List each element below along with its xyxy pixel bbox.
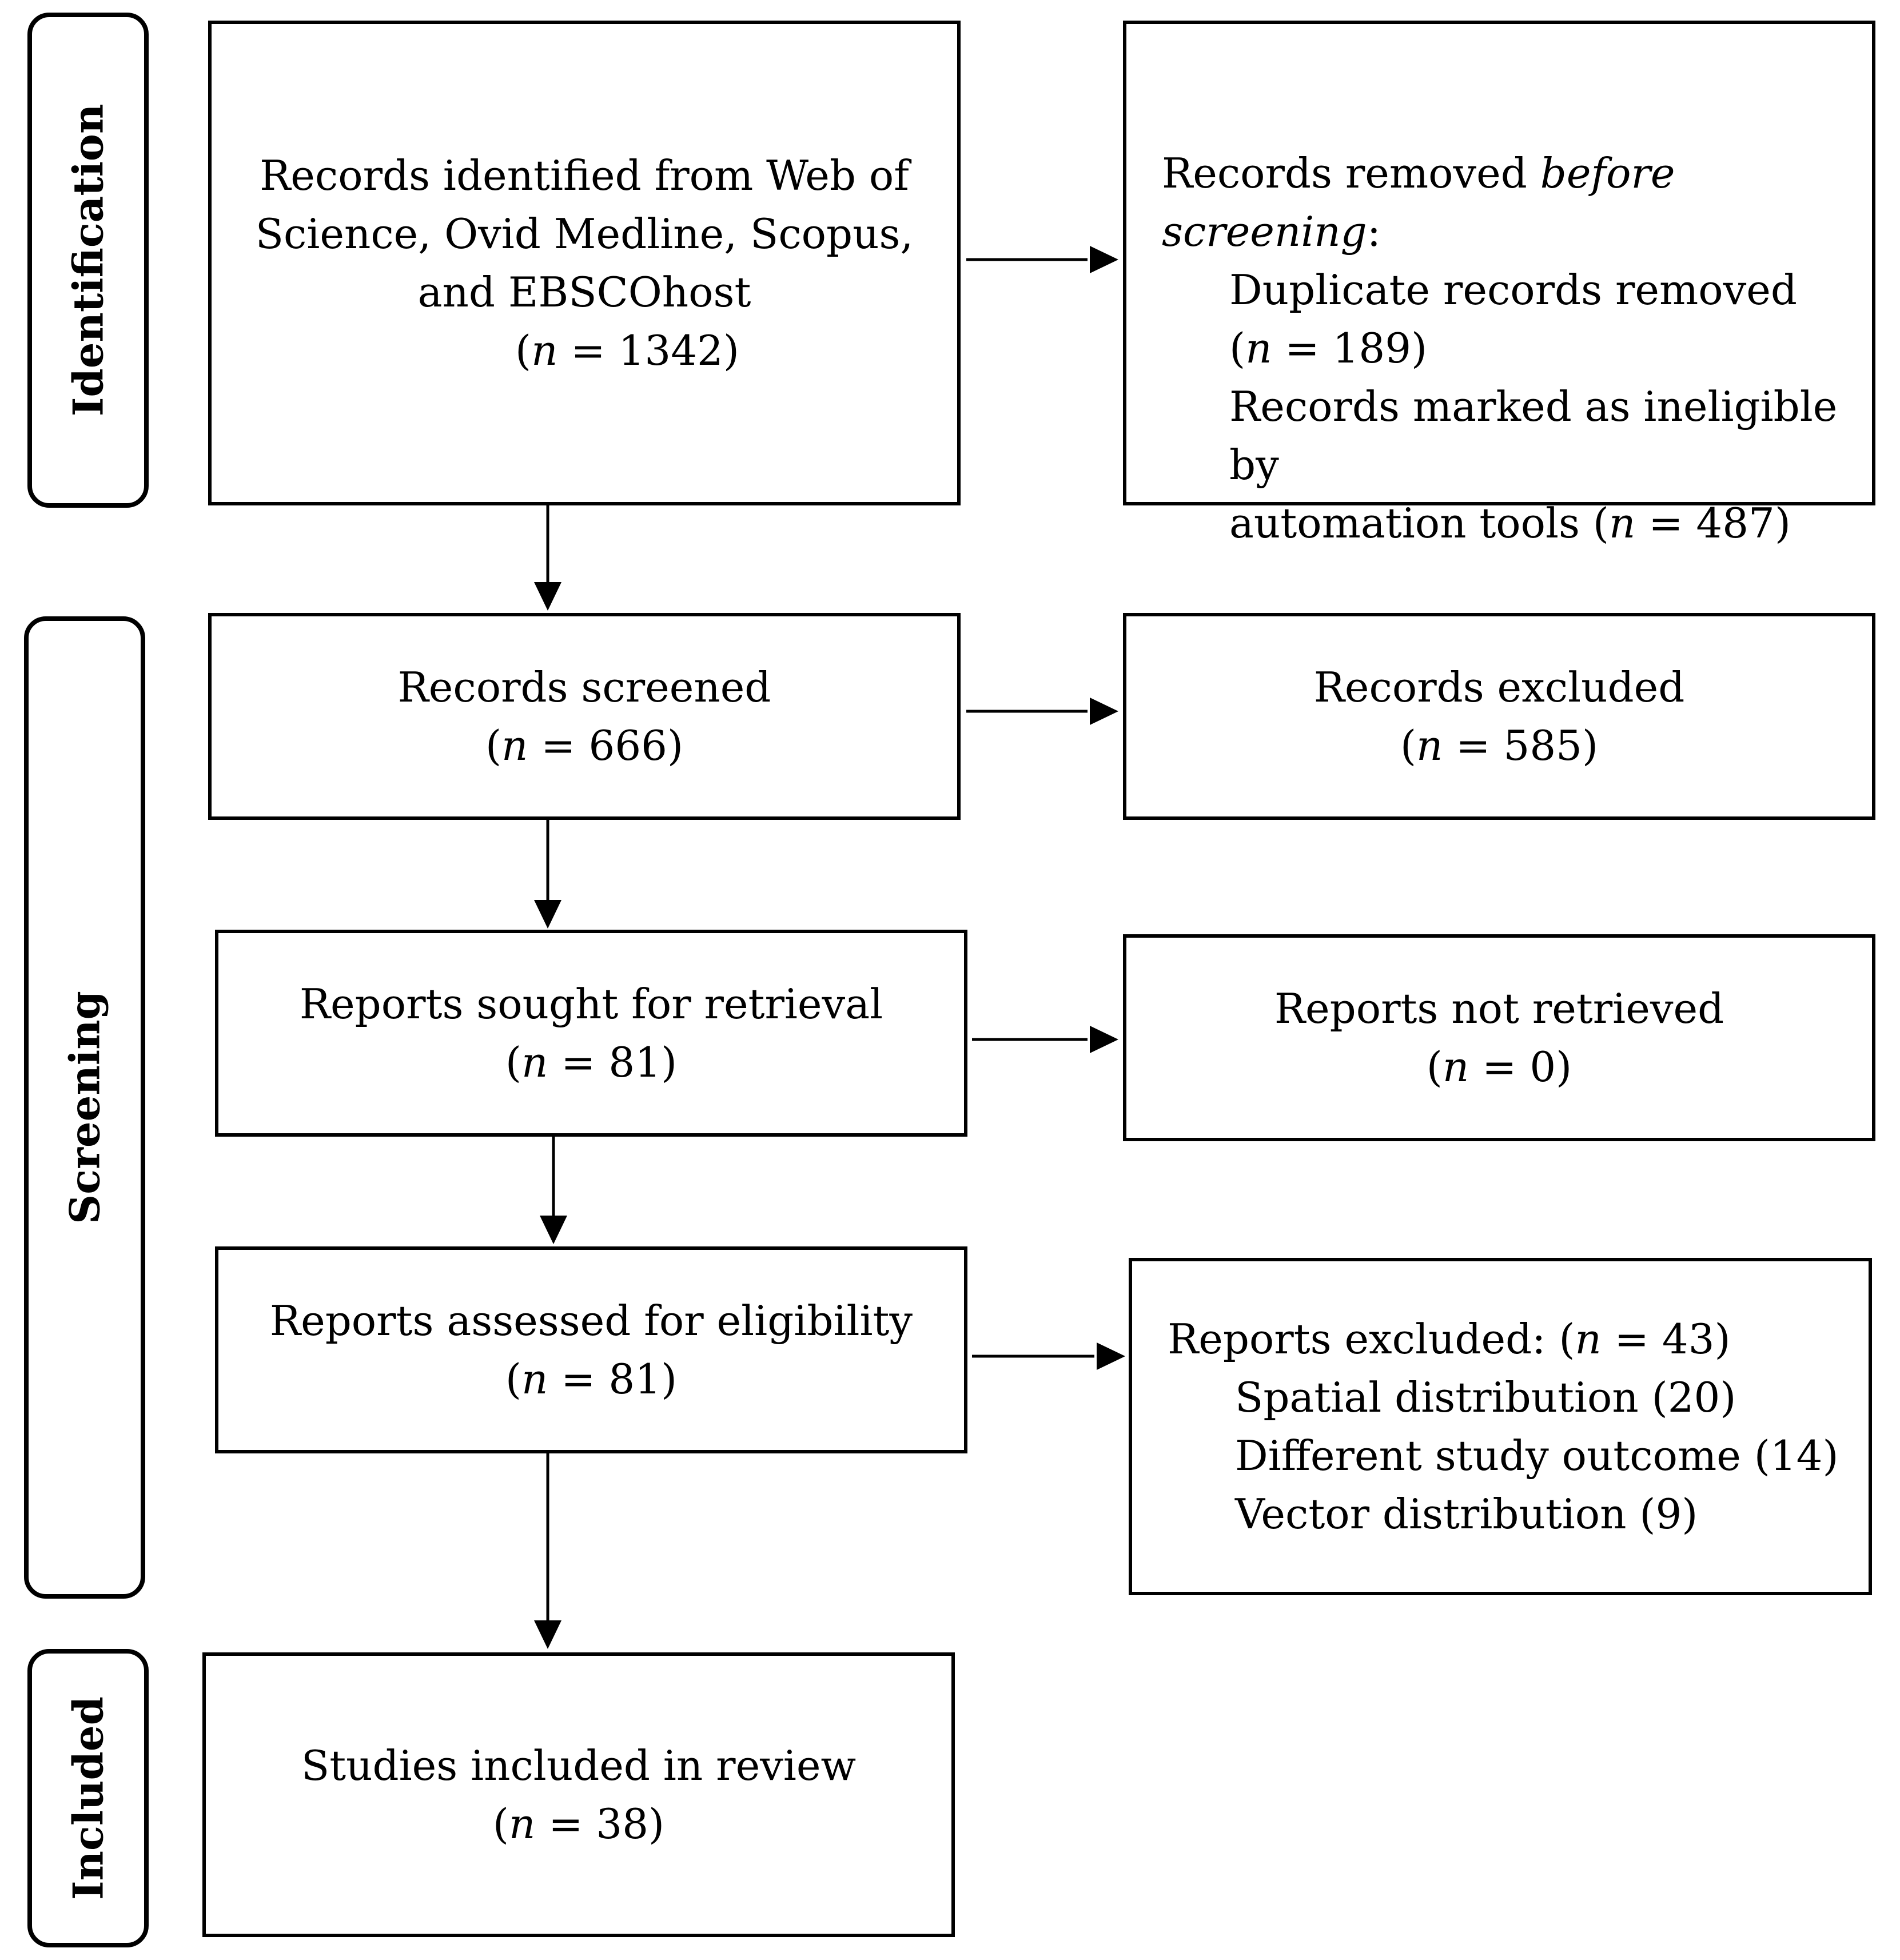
records-identified-line-3: and EBSCOhost [417,268,751,316]
records-removed-heading-italic: before screening [1162,149,1675,256]
arrowhead-identified-to-removed [1090,246,1118,273]
records-removed-heading-suffix: : [1367,208,1381,256]
reports-assessed-n: 81 [608,1355,662,1403]
records-removed-heading: Records removed before screening: [1162,144,1872,261]
duplicate-records-n: 189 [1332,324,1412,372]
reports-assessed-label: Reports assessed for eligibility [269,1297,913,1345]
studies-included-n: 38 [596,1800,649,1848]
phase-identification: Identification [27,13,149,508]
records-identified-box: Records identified from Web of Science, … [208,21,961,505]
arrowhead-sought-to-assessed [540,1216,567,1244]
records-screened-label: Records screened [397,663,771,711]
reports-excluded-heading: Reports excluded: (n = 43) [1168,1315,1731,1363]
records-screened-box: Records screened (n = 666) [208,613,961,820]
records-screened-n: 666 [588,722,667,770]
arrowhead-assessed-to-included [534,1620,561,1649]
records-removed-box: Records removed before screening: Duplic… [1123,21,1875,547]
records-removed-heading-prefix: Records removed [1162,149,1540,197]
duplicate-records-count: (n = 189) [1229,324,1428,372]
ineligible-records-line-2: automation tools (n = 487) [1229,499,1791,547]
records-screened-count: (n = 666) [485,722,684,770]
exclusion-reason: Vector distribution (9) [1235,1490,1698,1538]
reports-not-retrieved-box: Reports not retrieved (n = 0) [1123,934,1875,1141]
ineligible-records-label: Records marked as ineligible by [1229,383,1838,489]
arrowhead-assessed-to-excluded [1097,1342,1125,1370]
duplicate-records-label: Duplicate records removed [1229,266,1797,314]
studies-included-box: Studies included in review (n = 38) [202,1652,955,1937]
reports-excluded-box: Reports excluded: (n = 43) Spatial distr… [1129,1258,1872,1595]
arrowhead-screened-to-excluded [1090,698,1118,725]
reports-sought-count: (n = 81) [505,1038,678,1086]
records-excluded-count: (n = 585) [1400,722,1599,770]
arrowhead-identified-to-screened [534,582,561,611]
records-identified-line-2: Science, Ovid Medline, Scopus, [255,210,914,258]
reports-assessed-box: Reports assessed for eligibility (n = 81… [215,1246,967,1453]
records-identified-line-1: Records identified from Web of [260,152,909,200]
records-excluded-n: 585 [1503,722,1582,770]
reports-sought-box: Reports sought for retrieval (n = 81) [215,930,967,1137]
reports-excluded-heading-label: Reports excluded: [1168,1315,1546,1363]
exclusion-reason: Different study outcome (14) [1235,1432,1839,1480]
exclusion-reason: Spatial distribution (20) [1235,1373,1736,1421]
reports-assessed-count: (n = 81) [505,1355,678,1403]
studies-included-label: Studies included in review [301,1742,857,1790]
ineligible-records-n: 487 [1696,499,1775,547]
records-identified-n: 1342 [618,326,723,375]
arrowhead-screened-to-sought [534,900,561,929]
reports-excluded-n: 43 [1662,1315,1715,1363]
phase-included: Included [27,1649,149,1947]
reports-sought-label: Reports sought for retrieval [299,980,883,1028]
studies-included-count: (n = 38) [492,1800,665,1848]
reports-not-retrieved-label: Reports not retrieved [1274,985,1724,1033]
arrowhead-sought-to-not-retrieved [1090,1026,1118,1053]
phase-screening: Screening [24,616,145,1599]
reports-not-retrieved-n: 0 [1529,1043,1556,1091]
reports-sought-n: 81 [608,1038,662,1086]
records-excluded-box: Records excluded (n = 585) [1123,613,1875,820]
reports-not-retrieved-count: (n = 0) [1426,1043,1572,1091]
records-excluded-label: Records excluded [1313,663,1685,711]
records-identified-count: (n = 1342) [515,326,739,375]
ineligible-records-label-2: automation tools [1229,499,1580,547]
